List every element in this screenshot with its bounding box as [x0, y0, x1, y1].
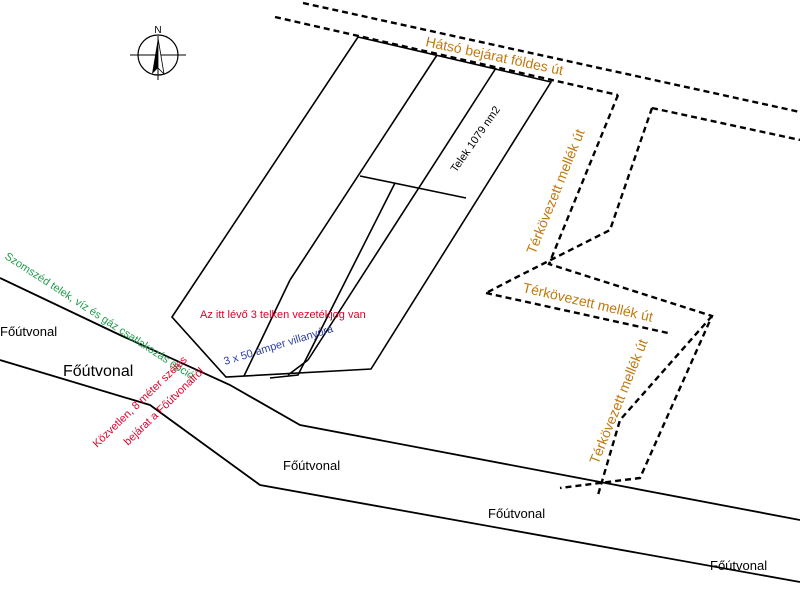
- plot-area-label: Telek 1079 nm2: [449, 104, 503, 175]
- compass-rose-icon: N: [130, 25, 186, 80]
- main-road-label-5: Főútvonal: [710, 558, 767, 573]
- dashed-roads: [274, 1, 800, 496]
- main-road: [0, 277, 800, 583]
- plots: [170, 36, 553, 379]
- main-road-label-4: Főútvonal: [488, 506, 545, 521]
- electric-meter-note: 3 x 50 amper villanyóra: [222, 323, 335, 368]
- main-road-label-1: Főútvonal: [0, 324, 57, 339]
- paved-side-road-label-3: Térkövezett mellék út: [586, 337, 651, 466]
- main-road-label-2: Főútvonal: [63, 363, 133, 380]
- utility-rights-note: Az itt lévő 3 telken vezetékjog van: [200, 309, 366, 321]
- paved-side-road-label-2: Térkövezett mellék út: [521, 279, 654, 325]
- plot-outline: [170, 36, 553, 378]
- main-road-label-3: Főútvonal: [283, 458, 340, 473]
- compass-north-label: N: [154, 25, 161, 36]
